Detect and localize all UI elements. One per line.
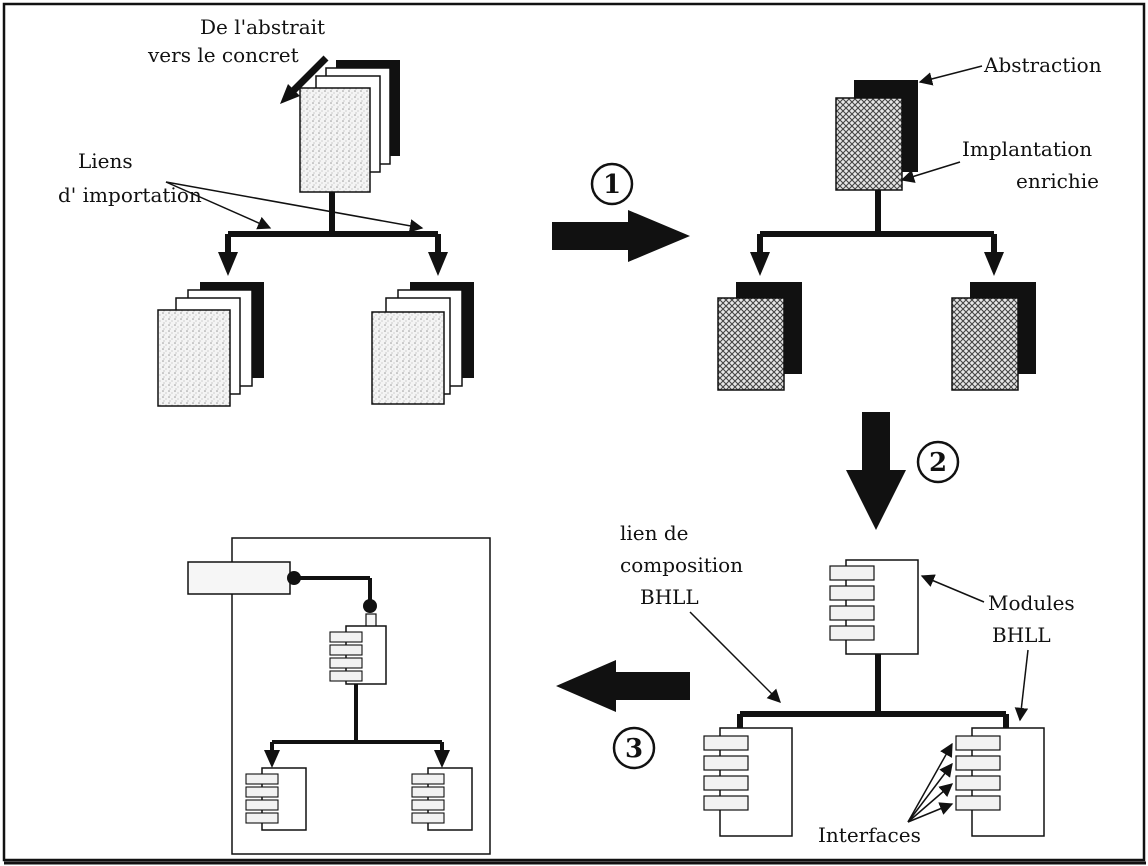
abstract-to-concrete-arrow — [287, 55, 329, 97]
bhll-module-right — [955, 727, 1045, 837]
label-composition-line2: composition — [620, 553, 743, 577]
bhll-module-top — [829, 559, 919, 655]
label-abstract-line1: De l'abstrait — [200, 15, 325, 39]
hatched-module-left — [717, 282, 802, 391]
hatched-tree — [750, 190, 1004, 276]
hatched-module-right — [951, 282, 1036, 391]
external-component — [187, 561, 291, 595]
modules-pointer-bottom — [1014, 649, 1029, 722]
enriched-impl-pointer — [900, 161, 961, 183]
assembled-module-top — [329, 625, 387, 685]
modules-pointer-top — [920, 574, 985, 603]
step-2-arrow — [846, 412, 906, 530]
composition-link-pointer — [689, 611, 781, 703]
assembled-module-left — [245, 767, 307, 831]
label-modules-line2: BHLL — [992, 623, 1051, 647]
step-1-arrow — [552, 210, 690, 262]
abstraction-module-top — [835, 80, 918, 191]
step-1-number: 1 — [603, 170, 621, 200]
document-stack-left — [157, 282, 264, 407]
bhll-module-left — [703, 727, 793, 837]
step-3-arrow — [556, 660, 690, 712]
abstraction-pointer — [918, 65, 983, 86]
label-abstract-line2: vers le concret — [147, 43, 299, 67]
label-composition-line1: lien de — [620, 521, 689, 545]
label-modules-line1: Modules — [988, 591, 1075, 615]
label-abstraction: Abstraction — [983, 53, 1102, 77]
label-import-links-line1: Liens — [78, 149, 133, 173]
import-link-pointer-right — [165, 181, 424, 233]
label-enriched-impl-line2: enrichie — [1016, 169, 1099, 193]
import-tree — [218, 192, 448, 276]
assembled-tree — [264, 684, 450, 768]
label-interfaces: Interfaces — [818, 823, 921, 847]
document-stack-right — [371, 282, 474, 405]
step-3-number: 3 — [625, 734, 643, 764]
import-link-pointer-left — [165, 181, 272, 230]
step-2-number: 2 — [929, 448, 947, 478]
assembled-module-right — [411, 767, 473, 831]
label-enriched-impl-line1: Implantation — [962, 137, 1092, 161]
abstract-document-stack-top — [299, 60, 400, 193]
interfaces-pointers — [907, 742, 954, 823]
step-2-badge — [916, 440, 960, 484]
label-composition-line3: BHLL — [640, 585, 699, 609]
step-1-badge — [590, 162, 634, 206]
step-3-badge — [612, 726, 656, 770]
label-import-links-line2: d' importation — [58, 183, 202, 207]
